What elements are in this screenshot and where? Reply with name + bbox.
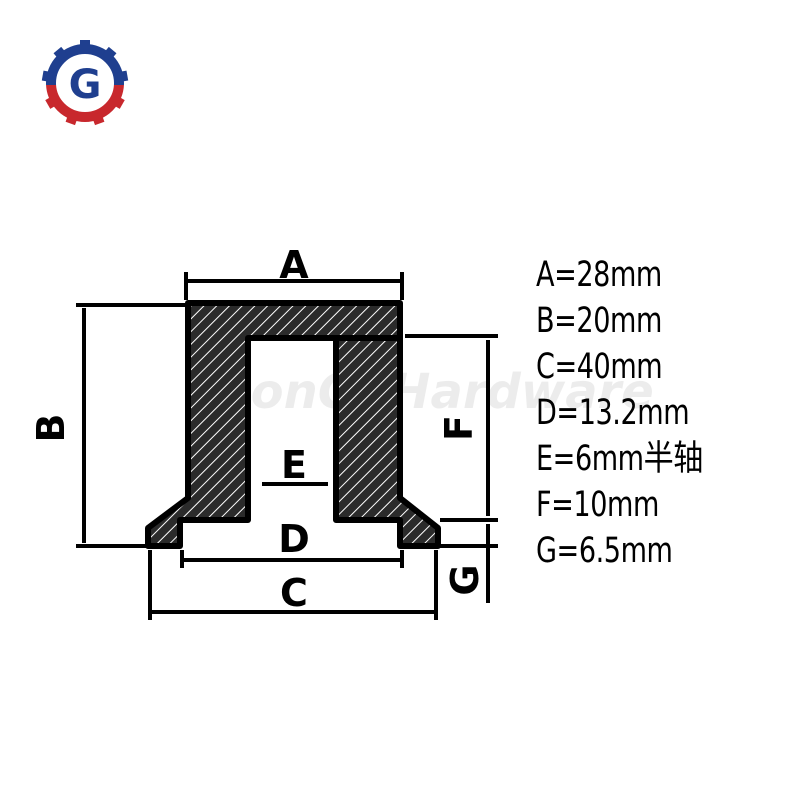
dimension-lines — [76, 272, 498, 620]
spec-b: B=20mm — [536, 301, 662, 341]
spec-c: C=40mm — [536, 347, 663, 387]
dim-label-a: A — [279, 243, 309, 287]
gear-icon — [41, 40, 129, 126]
watermark-text: LonGi Hardware — [220, 364, 654, 420]
spec-a: A=28mm — [536, 255, 662, 295]
spec-e: E=6mm半轴 — [536, 439, 703, 479]
dim-label-c: C — [280, 571, 308, 615]
spec-d: D=13.2mm — [536, 393, 690, 433]
right-wall — [333, 335, 441, 549]
spec-f: F=10mm — [536, 485, 659, 525]
company-logo: G — [41, 40, 129, 126]
dim-label-b: B — [29, 414, 73, 443]
dim-label-d: D — [278, 517, 310, 561]
spec-g: G=6.5mm — [536, 531, 673, 571]
dim-label-g: G — [443, 564, 487, 595]
left-wall — [145, 300, 403, 549]
spec-list: A=28mm B=20mm C=40mm D=13.2mm E=6mm半轴 F=… — [536, 252, 730, 574]
cup-section — [145, 300, 441, 549]
dim-label-e: E — [281, 443, 307, 487]
logo-letter: G — [69, 62, 102, 108]
dim-label-f: F — [437, 415, 481, 441]
